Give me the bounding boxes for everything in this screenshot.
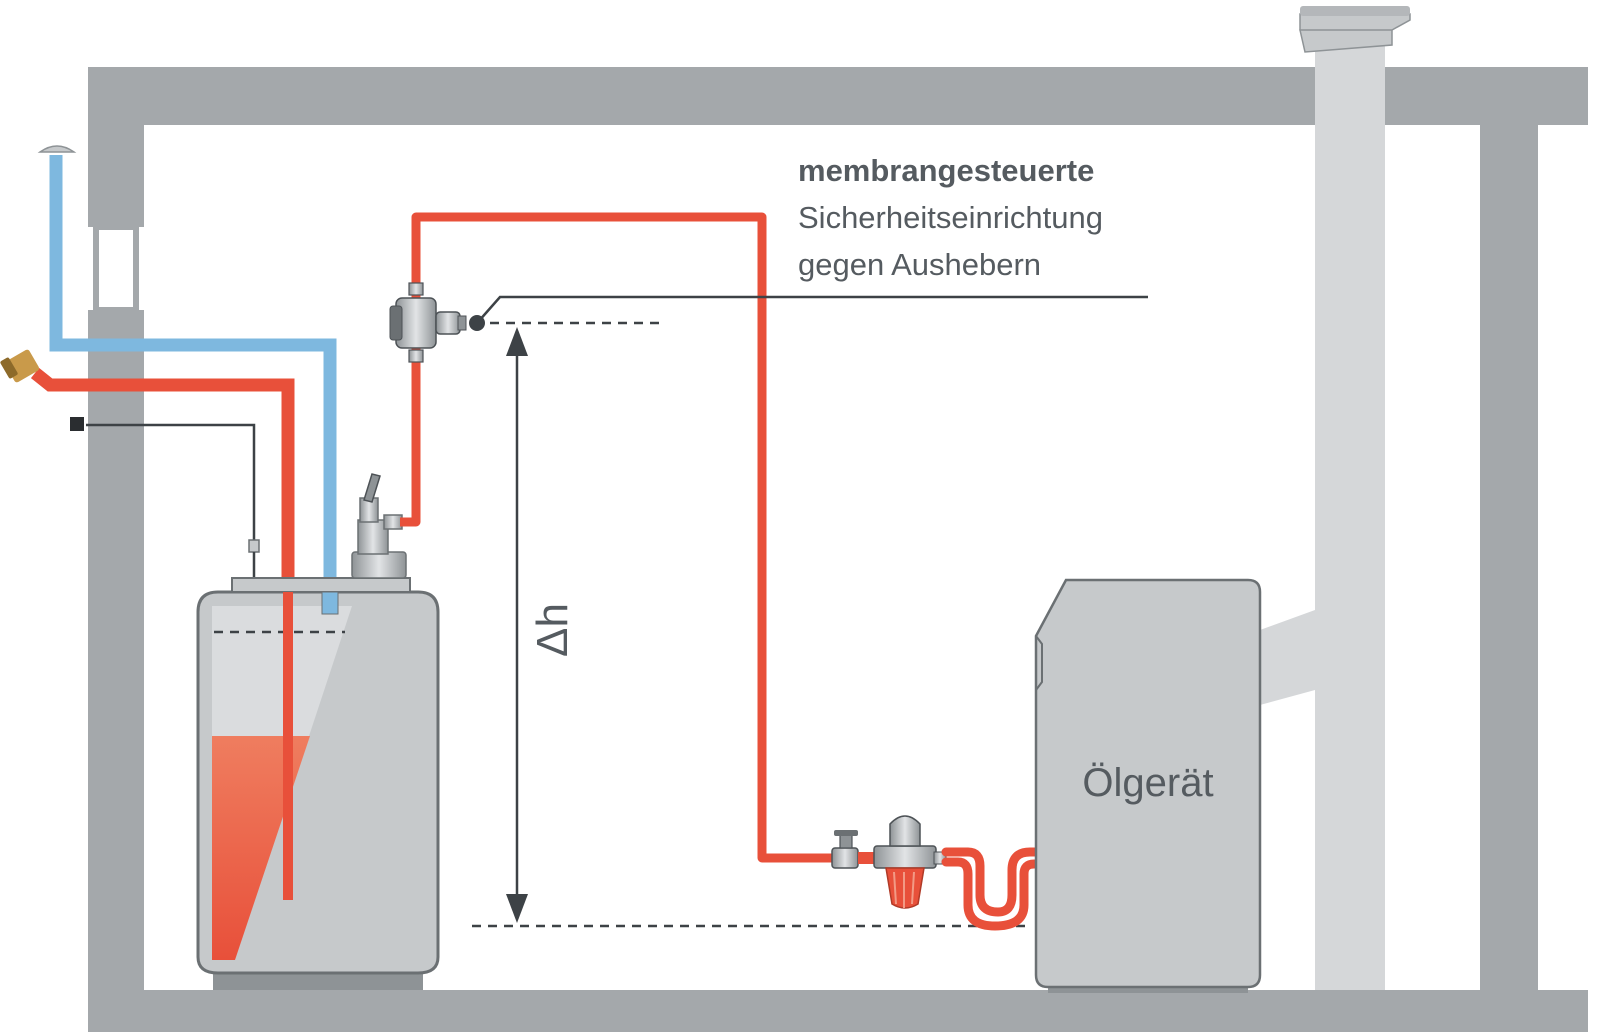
chimney-cap-top bbox=[1300, 6, 1410, 16]
label-leader-line bbox=[477, 295, 1148, 323]
vent-cap-icon bbox=[37, 145, 77, 153]
fill-coupling-icon bbox=[0, 349, 40, 383]
wall-opening bbox=[93, 224, 139, 313]
label-title-bold: membrangesteuerte bbox=[798, 153, 1094, 188]
sensor-fitting bbox=[248, 539, 260, 553]
floor bbox=[88, 990, 1588, 1032]
leader-dot bbox=[469, 315, 485, 331]
oil-tank bbox=[196, 577, 440, 990]
oil-burner-device: Ölgerät bbox=[1034, 578, 1262, 993]
sensor-cable bbox=[86, 423, 256, 545]
membrane-safety-valve bbox=[389, 282, 467, 363]
label-title-line2: Sicherheitseinrichtung bbox=[798, 200, 1103, 235]
device-panel-step bbox=[1035, 635, 1043, 691]
flue-pipe bbox=[1260, 610, 1315, 705]
chimney-cap bbox=[1299, 13, 1411, 53]
shutoff-valve bbox=[831, 830, 878, 869]
oil-filter-deaerator bbox=[873, 815, 947, 909]
right-wall bbox=[1480, 67, 1538, 1032]
sensor-plug-icon bbox=[70, 417, 84, 431]
delta-h-label: Δh bbox=[528, 603, 577, 657]
vent-pipe-end bbox=[321, 591, 339, 615]
arrow-up-icon bbox=[506, 327, 528, 356]
left-wall-upper bbox=[88, 67, 144, 227]
suction-line bbox=[400, 212, 838, 863]
device-label: Ölgerät bbox=[1082, 761, 1213, 805]
chimney bbox=[1260, 6, 1411, 990]
device-foot bbox=[1048, 985, 1248, 993]
vent-pipe bbox=[49, 155, 337, 612]
extraction-fitting bbox=[351, 473, 407, 579]
tank-top-plate bbox=[231, 577, 411, 593]
device-body bbox=[1034, 578, 1262, 989]
chimney-shaft bbox=[1315, 40, 1385, 990]
label-title-line3: gegen Aushebern bbox=[798, 247, 1041, 282]
arrow-down-icon bbox=[506, 894, 528, 923]
flexible-hoses bbox=[941, 847, 1045, 931]
fitting-handle-icon bbox=[363, 473, 381, 503]
vent-line bbox=[37, 145, 337, 612]
filter-dome bbox=[889, 815, 921, 847]
height-dimension: Δh bbox=[472, 321, 1030, 928]
left-wall-lower bbox=[88, 310, 144, 1032]
